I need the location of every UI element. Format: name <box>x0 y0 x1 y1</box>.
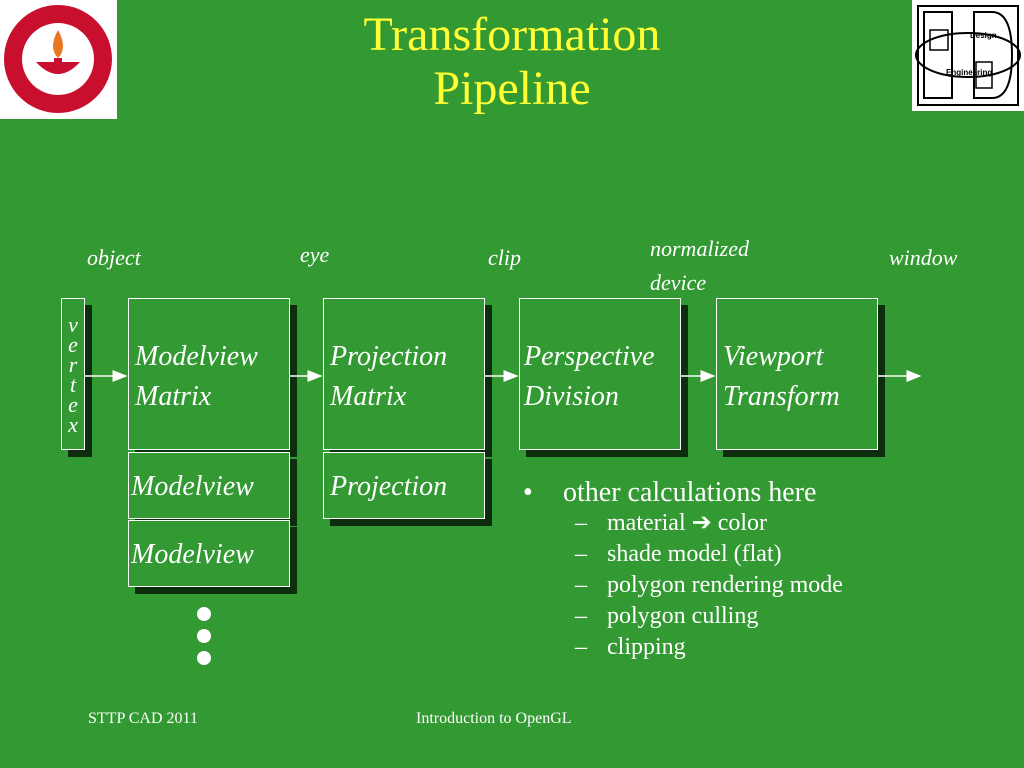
slide-title: Transformation Pipeline <box>0 8 1024 116</box>
sub-bullet: –clipping <box>575 634 686 660</box>
sub-bullet-text: polygon rendering mode <box>607 572 843 598</box>
sub-bullet-text: shade model (flat) <box>607 541 782 567</box>
box-text: Modelview <box>135 341 258 372</box>
footer-left: STTP CAD 2011 <box>88 710 198 727</box>
vertex-letter: v <box>68 312 78 337</box>
bullet-main: •other calculations here <box>523 477 817 508</box>
projection-stack-box: Projection <box>323 452 485 519</box>
modelview-stack-box: Modelview <box>128 520 290 587</box>
projection-matrix-box: Projection Matrix <box>323 298 485 450</box>
stack-continuation-dot <box>197 651 211 665</box>
box-text: Viewport <box>723 341 824 372</box>
box-text: Matrix <box>135 381 212 412</box>
box-text: Modelview <box>131 471 254 502</box>
box-text: Projection <box>330 471 448 502</box>
label-device: device <box>650 270 707 295</box>
modelview-stack-box: Modelview <box>128 452 290 519</box>
logo-text-engineering: Engineering <box>946 68 993 77</box>
modelview-matrix-box: Modelview Matrix <box>128 298 290 450</box>
vertex-letter: e <box>68 332 78 357</box>
box-text: Projection <box>330 341 448 372</box>
label-object: object <box>87 245 141 270</box>
label-eye: eye <box>300 242 330 267</box>
logo-text-design: Design <box>970 31 997 40</box>
box-text: Division <box>524 381 619 412</box>
iit-madras-logo <box>0 0 117 119</box>
sub-bullet-text: clipping <box>607 634 686 660</box>
title-line-1: Transformation <box>363 8 661 61</box>
footer-center: Introduction to OpenGL <box>416 710 572 727</box>
vertex-letter: e <box>68 392 78 417</box>
bullet-main-text: other calculations here <box>563 477 817 508</box>
sub-bullet-text: polygon culling <box>607 603 759 629</box>
vertex-box: v e r t e x <box>61 298 85 450</box>
design-engineering-logo: Design Engineering <box>912 0 1024 111</box>
title-line-2: Pipeline <box>433 62 591 115</box>
sub-bullet: –shade model (flat) <box>575 541 782 567</box>
stack-continuation-dot <box>197 629 211 643</box>
box-text: Perspective <box>524 341 655 372</box>
viewport-transform-box: Viewport Transform <box>716 298 878 450</box>
calculations-list: •other calculations here –material ➔ col… <box>523 478 1003 663</box>
stack-continuation-dot <box>197 607 211 621</box>
box-text: Transform <box>723 381 840 412</box>
sub-bullet: –polygon rendering mode <box>575 572 843 598</box>
box-text: Modelview <box>131 539 254 570</box>
sub-bullet: –polygon culling <box>575 603 759 629</box>
vertex-letter: r <box>68 352 78 377</box>
label-window: window <box>889 245 958 270</box>
sub-bullet: –material ➔ color <box>575 510 768 536</box>
label-normalized: normalized <box>650 236 749 261</box>
box-text: Matrix <box>330 381 407 412</box>
perspective-division-box: Perspective Division <box>519 298 681 450</box>
vertex-letter: x <box>68 412 78 437</box>
label-clip: clip <box>488 245 521 270</box>
vertex-letter: t <box>69 372 77 397</box>
sub-bullet-text: material ➔ color <box>607 510 768 536</box>
